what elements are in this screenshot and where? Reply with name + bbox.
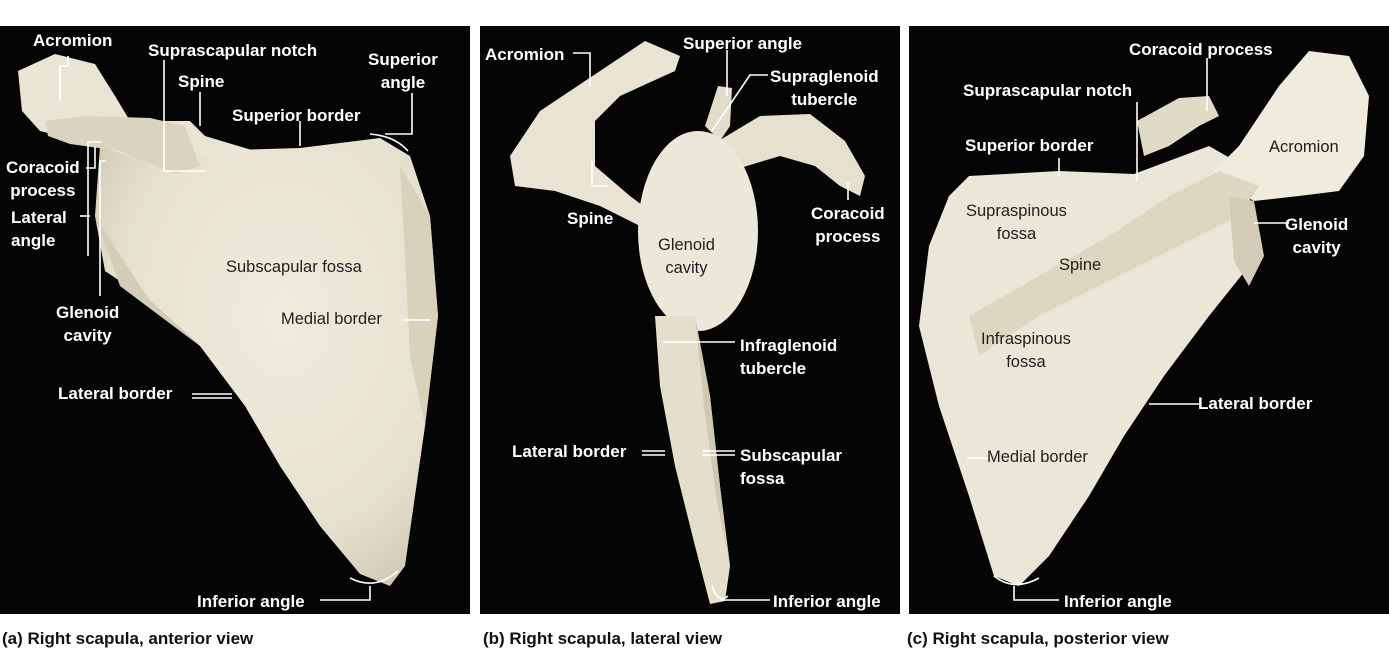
- label-inferior-angle-b: Inferior angle: [773, 592, 881, 611]
- label-inferior-angle-a: Inferior angle: [197, 592, 305, 611]
- panel-posterior-view: Coracoid process Suprascapular notch Acr…: [909, 26, 1389, 614]
- label-superior-border-a: Superior border: [232, 106, 361, 125]
- label-acromion-a: Acromion: [33, 31, 113, 50]
- panel-anterior-view: Acromion Suprascapular notch Spine Super…: [0, 26, 470, 614]
- label-coracoid-process-b: Coracoid process: [811, 204, 885, 246]
- label-coracoid-process-c: Coracoid process: [1129, 40, 1273, 59]
- label-spine-a: Spine: [178, 72, 225, 91]
- label-superior-angle-b: Superior angle: [683, 34, 803, 53]
- panel-lateral-view: Acromion Superior angle Supraglenoid tub…: [480, 26, 900, 614]
- label-medial-border-c: Medial border: [987, 448, 1088, 466]
- label-inferior-angle-c: Inferior angle: [1064, 592, 1172, 611]
- label-lateral-border-c: Lateral border: [1198, 394, 1313, 413]
- label-lateral-border-a: Lateral border: [58, 384, 173, 403]
- label-glenoid-cavity-c: Glenoid cavity: [1285, 215, 1349, 257]
- caption-lateral-view: (b) Right scapula, lateral view: [483, 629, 723, 648]
- label-superior-angle-a: Superior angle: [368, 50, 438, 92]
- label-spine-b: Spine: [567, 209, 614, 228]
- label-spine-c: Spine: [1059, 256, 1102, 274]
- label-suprascapular-notch-c: Suprascapular notch: [963, 81, 1133, 100]
- caption-posterior-view: (c) Right scapula, posterior view: [907, 629, 1169, 648]
- label-glenoid-cavity-b: Glenoid cavity: [658, 236, 715, 277]
- label-infraglenoid-tubercle-b: Infraglenoid tubercle: [740, 336, 838, 378]
- label-acromion-b: Acromion: [485, 45, 565, 64]
- label-acromion-c: Acromion: [1269, 138, 1339, 156]
- label-coracoid-process-a: Coracoid process: [6, 158, 80, 200]
- label-supraspinous-fossa-c: Supraspinous fossa: [966, 202, 1067, 243]
- scapula-posterior-illustration: [919, 51, 1369, 586]
- label-lateral-border-b: Lateral border: [512, 442, 627, 461]
- label-supraglenoid-tubercle-b: Supraglenoid tubercle: [770, 67, 879, 109]
- caption-anterior-view: (a) Right scapula, anterior view: [2, 629, 254, 648]
- label-medial-border-a: Medial border: [281, 310, 382, 328]
- label-lateral-angle-a: Lateral angle: [11, 208, 67, 250]
- label-infraspinous-fossa-c: Infraspinous fossa: [981, 330, 1071, 371]
- label-suprascapular-notch-a: Suprascapular notch: [148, 41, 318, 60]
- label-superior-border-c: Superior border: [965, 136, 1094, 155]
- scapula-lateral-illustration: [510, 41, 865, 604]
- label-glenoid-cavity-a: Glenoid cavity: [56, 303, 120, 345]
- label-subscapular-fossa-b: Subscapular fossa: [740, 446, 843, 488]
- label-subscapular-fossa-a: Subscapular fossa: [226, 258, 362, 276]
